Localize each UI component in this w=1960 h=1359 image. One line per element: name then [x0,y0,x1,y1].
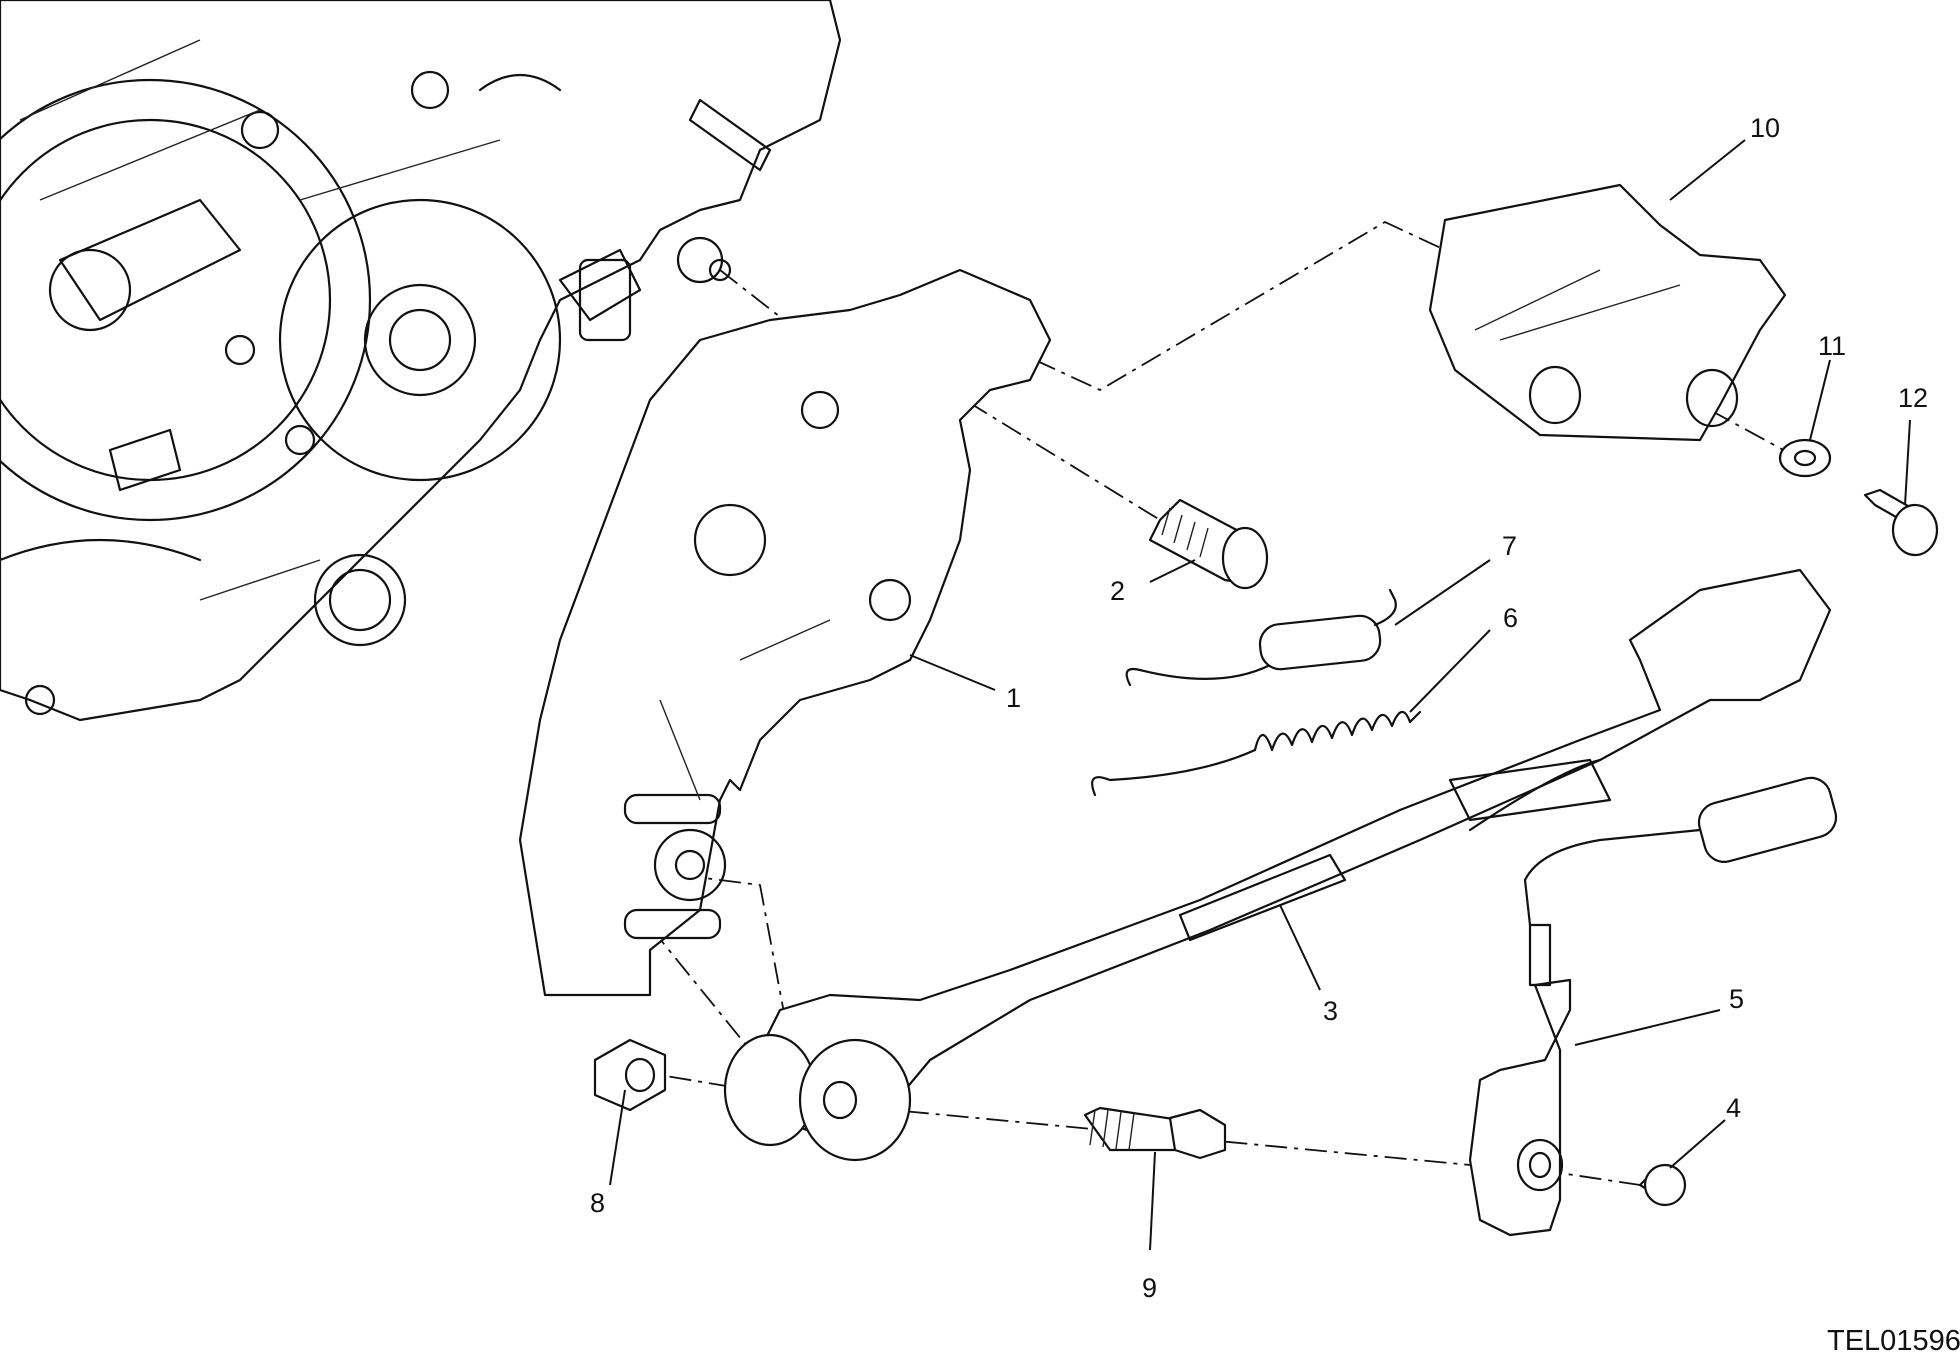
part-2-socket-bolt [1148,498,1269,590]
callout-1: 1 [1006,683,1021,713]
callout-7: 7 [1502,531,1517,561]
drawing-code: TEL01596 [1827,1325,1960,1357]
part-3-side-stand [723,568,1832,1162]
callout-labels: 1 2 3 4 5 6 7 8 9 10 11 12 TEL01596 [590,113,1960,1357]
engine-block [0,0,842,722]
part-10-cover [1428,183,1787,442]
part-8-nut [593,1038,667,1112]
part-12-bolt [1863,488,1939,557]
callout-3: 3 [1323,996,1338,1026]
part-1-bracket-plate [518,268,1052,997]
part-11-washer [1778,438,1832,478]
leader-lines [609,139,1911,1251]
callout-5: 5 [1729,984,1744,1014]
part-5-sensor [1468,776,1838,1237]
callout-10: 10 [1750,113,1780,143]
part-9-pivot-pin [1083,1106,1227,1160]
callout-9: 9 [1142,1273,1157,1303]
callout-8: 8 [590,1188,605,1218]
callout-12: 12 [1898,383,1928,413]
part-6-long-spring [1091,710,1422,797]
callout-11: 11 [1818,331,1846,361]
callout-4: 4 [1726,1093,1741,1123]
part-4-small-bolt [1638,1163,1687,1207]
callout-2: 2 [1110,576,1125,606]
part-7-short-spring [1125,588,1397,687]
callout-6: 6 [1503,603,1518,633]
